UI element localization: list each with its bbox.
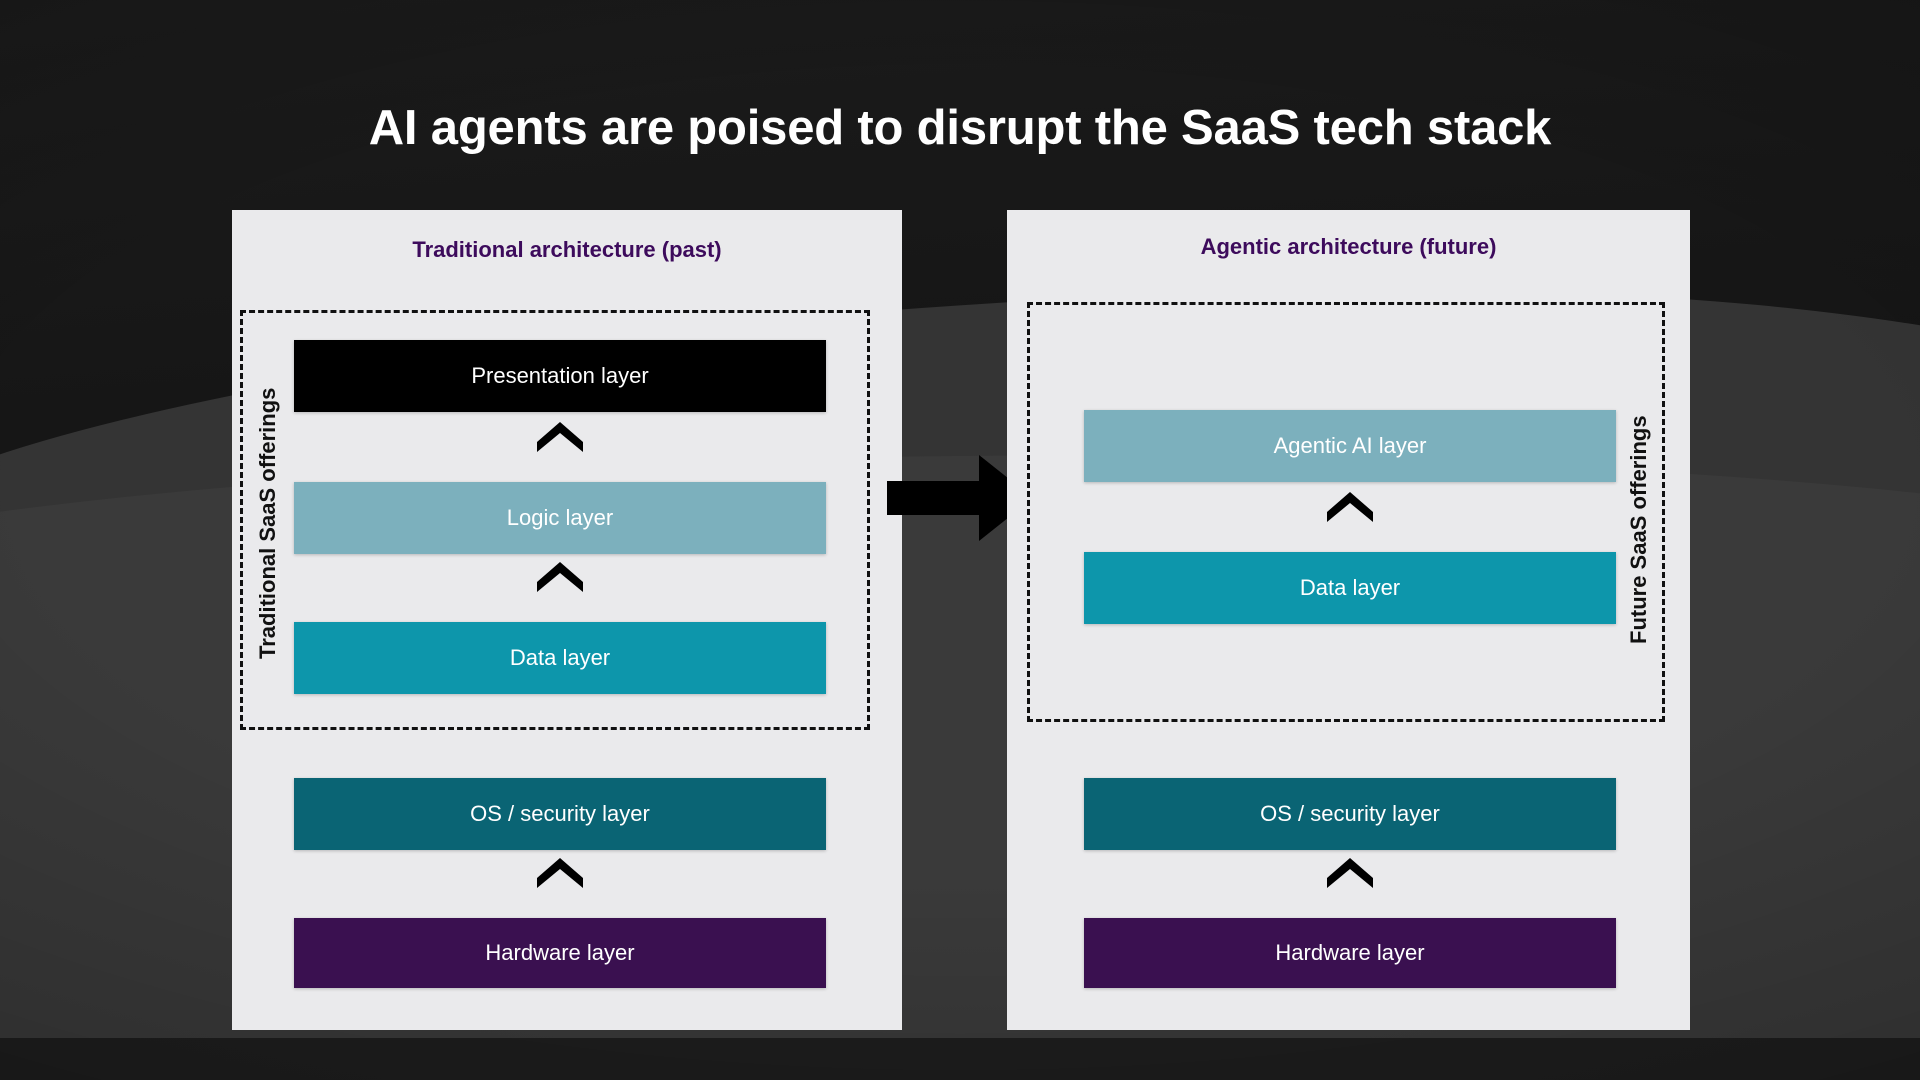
layer-bar-data[interactable]: Data layer (294, 622, 826, 694)
panel-traditional-architecture: Traditional architecture (past) Traditio… (232, 210, 902, 1030)
layer-label-data: Data layer (509, 645, 611, 670)
layer-bar-logic[interactable]: Logic layer (294, 482, 826, 554)
layer-label-hardware-future: Hardware layer (1275, 940, 1425, 965)
diagram-container: Traditional architecture (past) Traditio… (232, 210, 1690, 1030)
dashed-group-traditional-saas: Traditional SaaS offerings (240, 310, 870, 730)
background-bottom-strip (0, 1038, 1920, 1080)
layer-bar-os-security[interactable]: OS / security layer (294, 778, 826, 850)
slide-title: AI agents are poised to disrupt the SaaS… (368, 101, 1552, 155)
dashed-group-future-saas: Future SaaS offerings (1027, 302, 1665, 722)
panel-header-traditional: Traditional architecture (past) (412, 237, 722, 262)
layer-label-os-security-future: OS / security layer (1260, 801, 1440, 826)
side-label-future-saas-offerings: Future SaaS offerings (1626, 415, 1651, 645)
layer-label-hardware: Hardware layer (485, 940, 635, 965)
side-label-traditional-saas-offerings: Traditional SaaS offerings (255, 387, 280, 659)
chevron-up-icon-logic-data (537, 562, 583, 592)
layer-bar-agentic-ai[interactable]: Agentic AI layer (1084, 410, 1616, 482)
layer-bar-data-future[interactable]: Data layer (1084, 552, 1616, 624)
panel-agentic-architecture: Agentic architecture (future) Future Saa… (1007, 210, 1690, 1030)
layer-bar-hardware-future[interactable]: Hardware layer (1084, 918, 1616, 988)
layer-label-logic: Logic layer (506, 505, 614, 530)
chevron-up-icon-hardware-os (537, 858, 583, 888)
layer-label-agentic-ai: Agentic AI layer (1273, 433, 1427, 458)
layer-bar-hardware[interactable]: Hardware layer (294, 918, 826, 988)
layer-bar-os-security-future[interactable]: OS / security layer (1084, 778, 1616, 850)
chevron-up-icon-presentation-logic (537, 422, 583, 452)
transition-right-arrow-icon (887, 455, 1033, 541)
layer-bar-presentation[interactable]: Presentation layer (294, 340, 826, 412)
layer-label-presentation: Presentation layer (471, 363, 649, 388)
layer-label-data-future: Data layer (1299, 575, 1401, 600)
chevron-up-icon-hardware-os-future (1327, 858, 1373, 888)
chevron-up-icon-agentic-data (1327, 492, 1373, 522)
panel-header-agentic: Agentic architecture (future) (1200, 234, 1497, 259)
layer-label-os-security: OS / security layer (470, 801, 650, 826)
